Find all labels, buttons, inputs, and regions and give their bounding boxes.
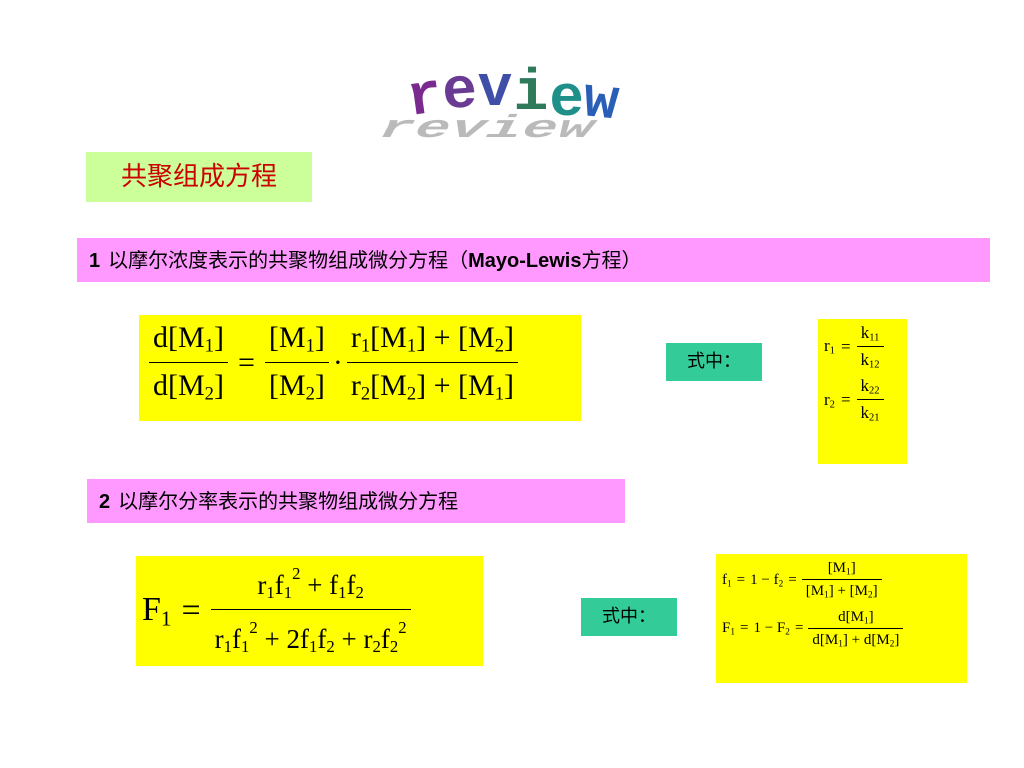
eq1-lhs-fraction: d[M1] d[M2] — [149, 321, 228, 405]
section-title: 共聚组成方程 — [86, 152, 312, 202]
header-molar-concentration-equation: 1 以摩尔浓度表示的共聚物组成微分方程（Mayo-Lewis方程） — [77, 238, 990, 282]
header-1-text: 以摩尔浓度表示的共聚物组成微分方程（ — [108, 248, 469, 272]
header-2-text: 以摩尔分率表示的共聚物组成微分方程 — [118, 489, 459, 513]
where-label-2: 式中： — [581, 598, 677, 636]
mole-fraction-definitions: f1=1 − f2= [M1][M1] + [M2] F1=1 − F2= d[… — [716, 554, 967, 683]
header-molar-fraction-equation: 2 以摩尔分率表示的共聚物组成微分方程 — [87, 479, 625, 523]
f1-definition: f1=1 − f2= [M1][M1] + [M2] — [722, 560, 963, 601]
mayo-lewis-equation: d[M1] d[M2] = [M1] [M2] · r1[M1] + [M2] … — [139, 315, 581, 421]
where-label-1: 式中： — [666, 343, 762, 381]
header-1-suffix: 方程） — [581, 248, 642, 272]
review-wordart: review review — [360, 50, 640, 150]
header-1-number: 1 — [89, 250, 101, 272]
header-2-number: 2 — [99, 491, 111, 513]
eq1-reactivity-fraction: r1[M1] + [M2] r2[M2] + [M1] — [346, 321, 518, 405]
F1-definition: F1=1 − F2= d[M1]d[M1] + d[M2] — [722, 609, 963, 649]
eq1-ratio-fraction: [M1] [M2] — [264, 321, 329, 405]
review-wordart-text: review — [403, 58, 623, 137]
header-1-latin: Mayo-Lewis — [468, 250, 582, 272]
eq2-fraction: r1f12 + f1f2 r1f12 + 2f1f2 + r2f22 — [210, 564, 411, 657]
mole-fraction-equation: F1 = r1f12 + f1f2 r1f12 + 2f1f2 + r2f22 — [136, 556, 483, 666]
